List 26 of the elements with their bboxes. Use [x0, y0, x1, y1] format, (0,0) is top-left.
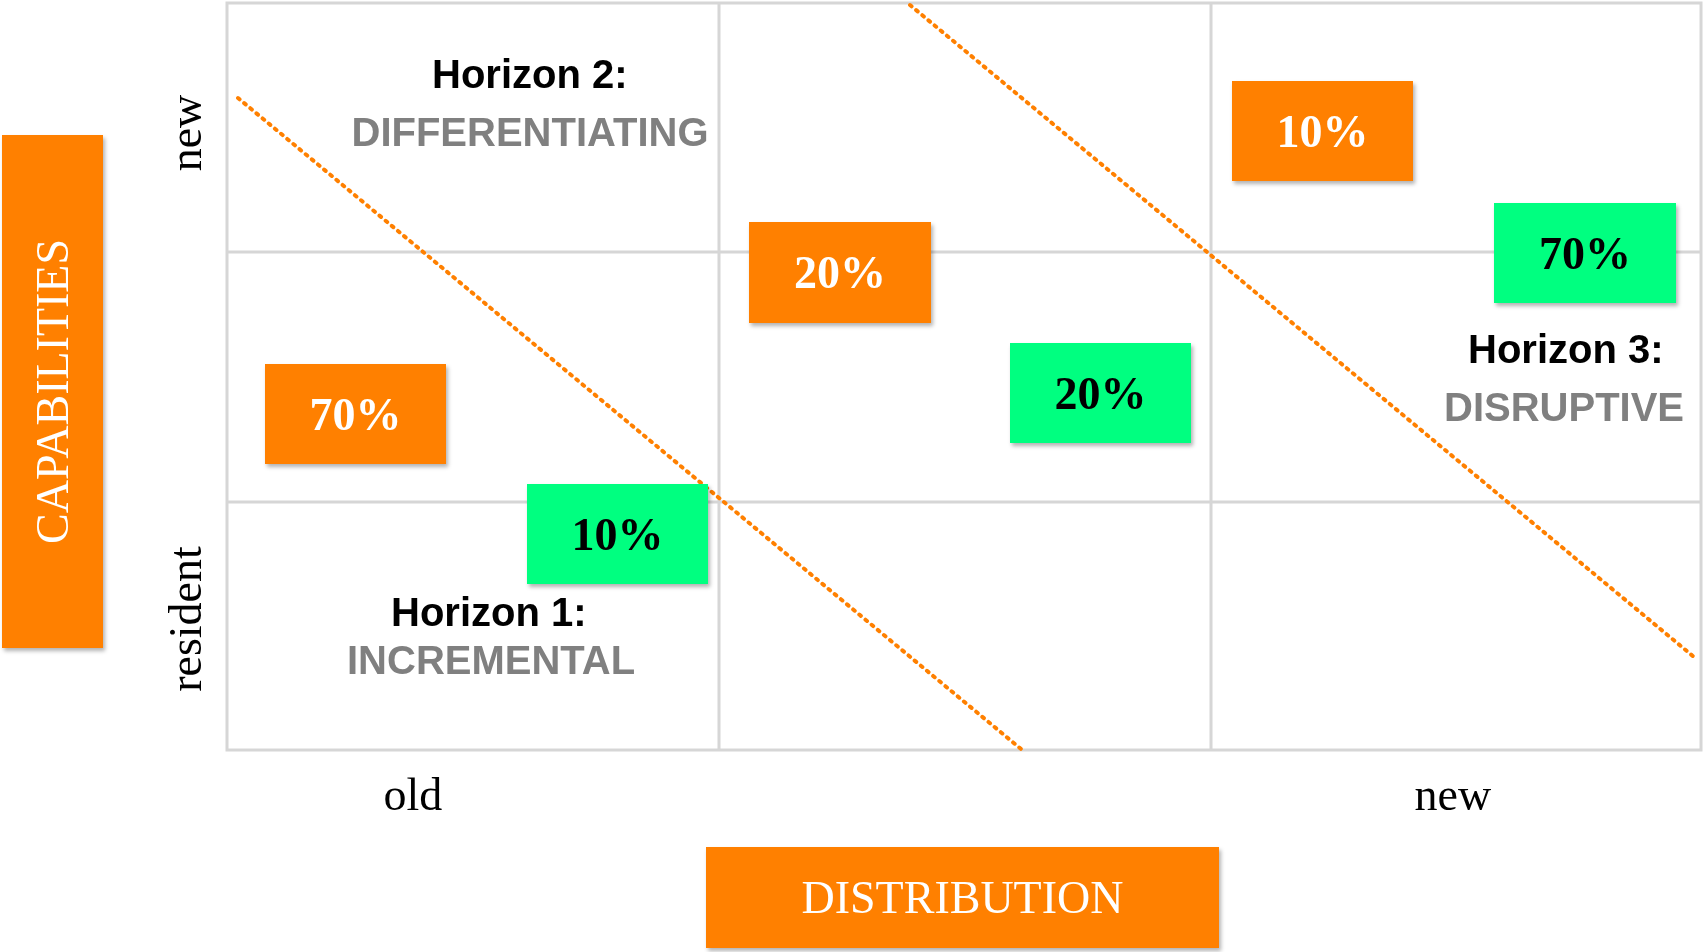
- percentage-box: [749, 222, 931, 323]
- horizon-category: DIFFERENTIATING: [351, 112, 709, 152]
- axis-title: CAPABILITIES: [26, 239, 79, 544]
- horizon-category: INCREMENTAL: [347, 640, 636, 680]
- horizon-title: Horizon 3:: [1468, 329, 1664, 369]
- axis-title: DISTRIBUTION: [801, 871, 1124, 924]
- percentage-value: 10%: [1276, 104, 1369, 158]
- percentage-box: [1010, 343, 1191, 443]
- percentage-box: [1494, 203, 1676, 303]
- axis-tick-label: resident: [162, 546, 209, 692]
- percentage-box: [1232, 81, 1413, 181]
- horizon-title: Horizon 1:: [391, 592, 587, 632]
- percentage-value: 20%: [794, 246, 886, 299]
- percentage-value: 10%: [571, 507, 664, 561]
- percentage-box: [527, 484, 708, 584]
- axis-tick-label: new: [162, 94, 209, 172]
- horizon-category: DISRUPTIVE: [1444, 387, 1685, 427]
- axis-tick-label: new: [1414, 772, 1492, 818]
- percentage-value: 70%: [309, 387, 402, 441]
- percentage-box: [265, 364, 446, 464]
- percentage-value: 20%: [1054, 366, 1147, 420]
- percentage-value: 70%: [1539, 226, 1631, 280]
- axis-tick-label: old: [383, 772, 443, 818]
- horizon-title: Horizon 2:: [432, 54, 628, 94]
- axis-title-box: [706, 847, 1219, 948]
- axis-title-box: [2, 135, 103, 648]
